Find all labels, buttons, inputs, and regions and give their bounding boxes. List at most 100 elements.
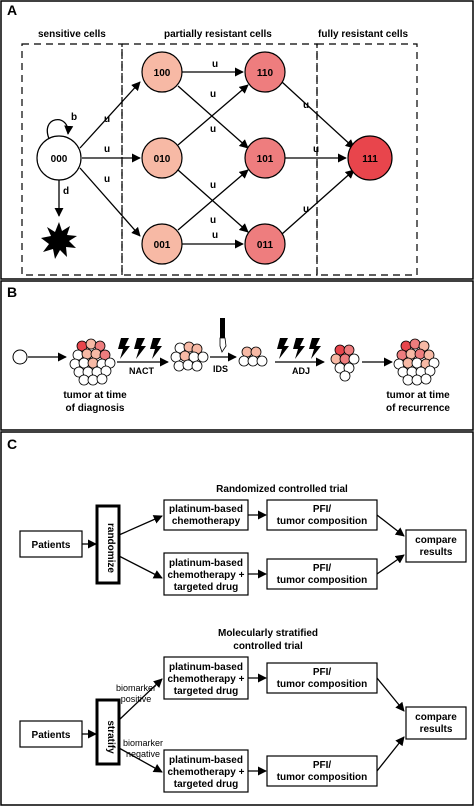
node-110 xyxy=(244,51,286,93)
label-u-101-111: u xyxy=(313,144,319,155)
panel-b-border xyxy=(0,280,474,431)
label-u-100-101: u xyxy=(210,89,216,100)
msct-chemo-targeted2-line2: chemotherapy + xyxy=(168,767,245,778)
msct-chemo-targeted1-line2: chemotherapy + xyxy=(168,674,245,685)
label-u-000-001: u xyxy=(104,174,110,185)
stratify-label: stratify xyxy=(105,720,116,754)
rct-chemo-box xyxy=(163,499,249,531)
edge-010-110 xyxy=(177,84,249,146)
label-b: b xyxy=(71,112,77,123)
birth-self-loop xyxy=(46,119,74,142)
rct-title: Randomized controlled trial xyxy=(216,484,348,495)
adj-label: ADJ xyxy=(292,366,310,376)
rct-pfi2-line2: tumor composition xyxy=(277,575,368,586)
msct-chemo-targeted2-line3: targeted drug xyxy=(174,779,238,790)
tumor-post-ids-icon xyxy=(238,346,268,367)
panel-c-letter: C xyxy=(7,436,17,452)
tumor-post-nact-icon xyxy=(170,341,209,372)
label-u-010-011: u xyxy=(210,180,216,191)
rct-compare-line2: results xyxy=(420,547,453,558)
rct-arm2-arrow xyxy=(118,555,163,579)
rct-compare-line1: compare xyxy=(415,535,457,546)
edge-011-111 xyxy=(281,169,355,235)
node-010 xyxy=(141,137,183,179)
msct-pfi1-line2: tumor composition xyxy=(277,679,368,690)
msct-pfi2-box xyxy=(266,755,378,787)
rct-pfi1-line2: tumor composition xyxy=(277,516,368,527)
label-u-110-111: u xyxy=(303,100,309,111)
randomize-box xyxy=(95,504,121,585)
msct-arm1-arrow xyxy=(118,678,163,721)
node-101 xyxy=(244,137,286,179)
msct-title-line2: controlled trial xyxy=(233,641,303,652)
edge-000-100 xyxy=(79,81,141,149)
state-edges xyxy=(46,67,355,249)
node-010-label: 010 xyxy=(154,154,171,165)
partial-group-box xyxy=(121,43,318,276)
tumor-post-adj-icon xyxy=(330,344,360,382)
edge-110-111 xyxy=(281,81,355,149)
sensitive-group-box xyxy=(21,43,123,276)
msct-patients-box xyxy=(19,720,83,748)
stratify-box xyxy=(95,698,121,766)
node-011 xyxy=(244,223,286,265)
panel-c: C Randomized controlled trial Patients r… xyxy=(0,431,474,806)
msct-pfi1-box xyxy=(266,662,378,694)
panel-c-border xyxy=(0,431,474,806)
msct-pfi2-line1: PFI/ xyxy=(313,760,332,771)
rct-patients-label: Patients xyxy=(32,540,71,551)
msct-pfi1-compare-arrow xyxy=(376,677,405,712)
edge-001-101 xyxy=(177,169,249,231)
nact-label: NACT xyxy=(129,366,154,376)
biomarker-negative-line1: biomarker xyxy=(123,738,163,748)
label-d: d xyxy=(63,186,69,197)
edge-010-011 xyxy=(177,169,249,233)
full-group-box xyxy=(316,43,418,276)
node-001 xyxy=(141,223,183,265)
node-001-label: 001 xyxy=(154,240,171,251)
node-000-label: 000 xyxy=(51,154,68,165)
recurrence-label-line1: tumor at time xyxy=(386,390,450,401)
msct-pfi2-line2: tumor composition xyxy=(277,772,368,783)
state-nodes: 000 100 010 001 110 101 011 111 xyxy=(36,51,393,265)
msct-chemo-targeted2-box xyxy=(163,749,249,793)
edge-100-101 xyxy=(177,85,249,149)
recurrence-label-line2: of recurrence xyxy=(386,403,450,414)
label-u-001-101: u xyxy=(210,215,216,226)
msct-title-line1: Molecularly stratified xyxy=(218,628,318,639)
biomarker-positive-line2: positive xyxy=(121,694,152,704)
msct-arm2-arrow xyxy=(118,747,163,773)
node-111-label: 111 xyxy=(362,154,378,165)
panel-a: A sensitive cells partially resistant ce… xyxy=(0,0,474,280)
edge-labels: u u u u u u u u u u u u b d xyxy=(63,59,319,241)
msct-compare-line1: compare xyxy=(415,712,457,723)
msct-patients-label: Patients xyxy=(32,730,71,741)
label-u-010-110: u xyxy=(210,124,216,135)
label-u-000-100: u xyxy=(104,114,110,125)
node-011-label: 011 xyxy=(257,240,274,251)
msct-pfi1-line1: PFI/ xyxy=(313,667,332,678)
sensitive-cells-label: sensitive cells xyxy=(38,29,106,40)
label-u-100-110: u xyxy=(212,59,218,70)
rct-compare-box xyxy=(405,529,467,563)
rct-pfi1-box xyxy=(266,499,378,531)
edge-000-001 xyxy=(79,167,141,237)
rct-chemo-line2: chemotherapy xyxy=(172,516,241,527)
node-101-label: 101 xyxy=(257,154,274,165)
nact-lightning-icon xyxy=(118,338,162,359)
msct-chemo-targeted2-line1: platinum-based xyxy=(169,755,243,766)
panel-a-letter: A xyxy=(7,2,17,18)
node-111 xyxy=(347,135,393,181)
panel-a-border xyxy=(0,0,474,280)
msct-pfi2-compare-arrow xyxy=(376,736,405,772)
rct-chemo-line1: platinum-based xyxy=(169,504,243,515)
label-u-011-111: u xyxy=(303,204,309,215)
rct-pfi2-line1: PFI/ xyxy=(313,563,332,574)
rct-pfi1-line1: PFI/ xyxy=(313,504,332,515)
node-100 xyxy=(141,51,183,93)
panel-b-letter: B xyxy=(7,284,17,300)
rct-chemo-targeted-line1: platinum-based xyxy=(169,558,243,569)
adj-lightning-icon xyxy=(277,338,321,359)
cell-death-icon xyxy=(41,222,77,259)
